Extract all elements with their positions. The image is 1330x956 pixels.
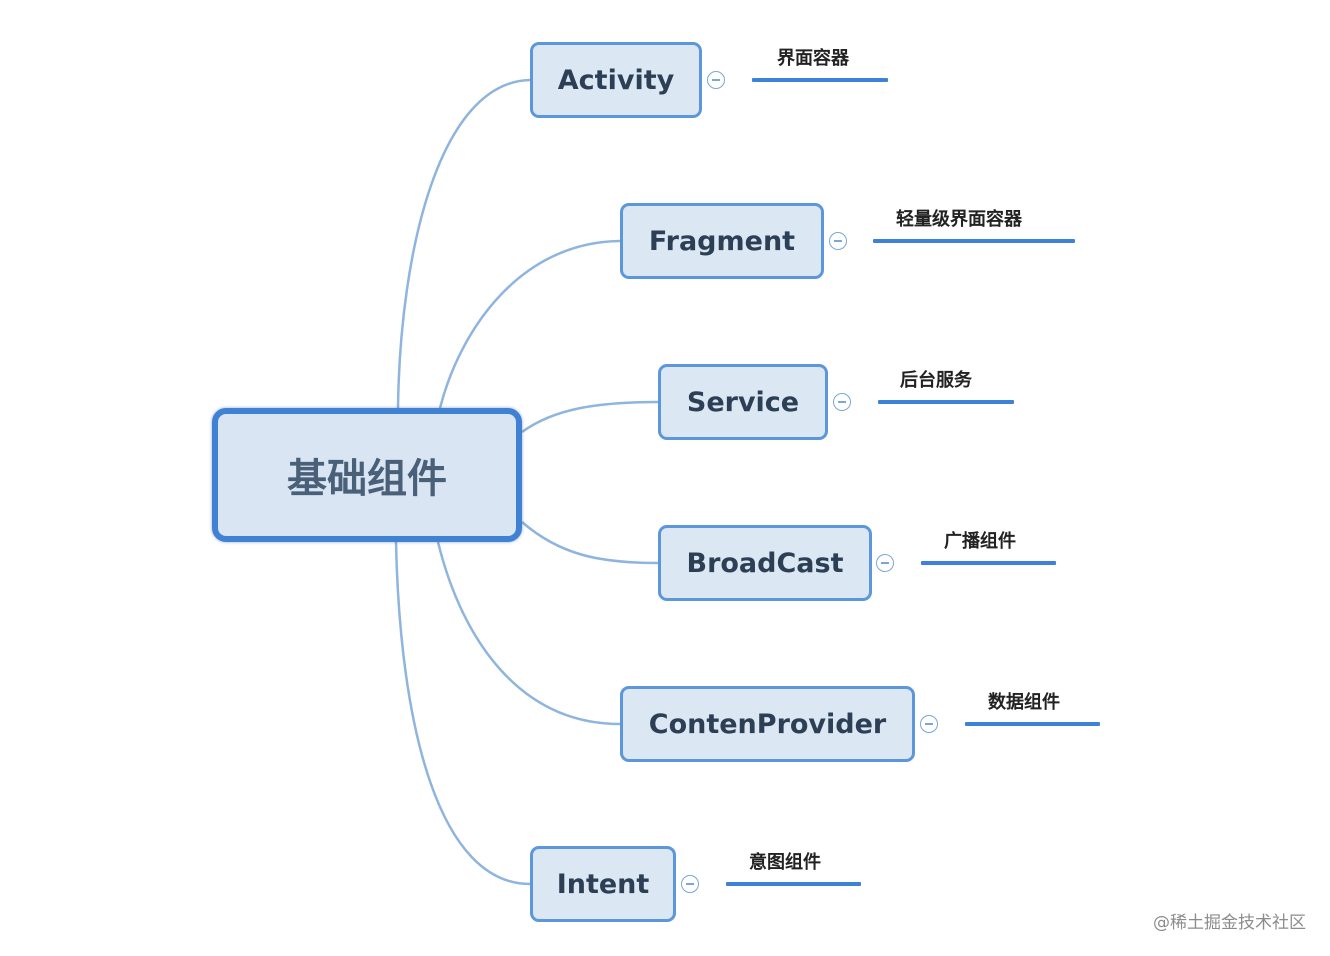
description-label: 意图组件 xyxy=(749,852,821,873)
description-underline xyxy=(726,882,861,886)
root-node-label: 基础组件 xyxy=(287,456,447,502)
connector-broadcast xyxy=(521,521,659,565)
node-activity[interactable]: Activity xyxy=(530,42,702,118)
node-intent[interactable]: Intent xyxy=(530,846,676,922)
description-label: 数据组件 xyxy=(988,692,1060,713)
collapse-minus-icon[interactable] xyxy=(707,71,725,89)
collapse-minus-icon[interactable] xyxy=(876,554,894,572)
collapse-minus-icon[interactable] xyxy=(681,875,699,893)
node-fragment[interactable]: Fragment xyxy=(620,203,824,279)
collapse-minus-icon[interactable] xyxy=(833,393,851,411)
watermark: @稀土掘金技术社区 xyxy=(1153,913,1306,933)
node-label: ContenProvider xyxy=(648,708,887,740)
node-label: BroadCast xyxy=(686,547,844,579)
description-underline xyxy=(752,78,888,82)
description-label: 界面容器 xyxy=(777,48,849,69)
node-service[interactable]: Service xyxy=(658,364,828,440)
description-underline xyxy=(873,239,1075,243)
description-label: 后台服务 xyxy=(900,370,972,391)
collapse-minus-icon[interactable] xyxy=(829,232,847,250)
node-contenprovider[interactable]: ContenProvider xyxy=(620,686,915,762)
collapse-minus-icon[interactable] xyxy=(920,715,938,733)
node-label: Service xyxy=(686,386,800,418)
connector-activity xyxy=(396,78,531,409)
node-broadcast[interactable]: BroadCast xyxy=(658,525,872,601)
connector-contenprovider xyxy=(436,541,621,726)
connector-intent xyxy=(394,541,531,886)
description-underline xyxy=(878,400,1014,404)
node-label: Fragment xyxy=(648,225,796,257)
connector-fragment xyxy=(438,239,621,409)
node-label: Intent xyxy=(556,868,650,900)
root-node-basic-components[interactable]: 基础组件 xyxy=(212,408,522,542)
connector-service xyxy=(521,400,659,434)
description-label: 轻量级界面容器 xyxy=(896,209,1022,230)
description-underline xyxy=(965,722,1100,726)
description-label: 广播组件 xyxy=(944,531,1016,552)
description-underline xyxy=(921,561,1056,565)
node-label: Activity xyxy=(557,64,675,96)
